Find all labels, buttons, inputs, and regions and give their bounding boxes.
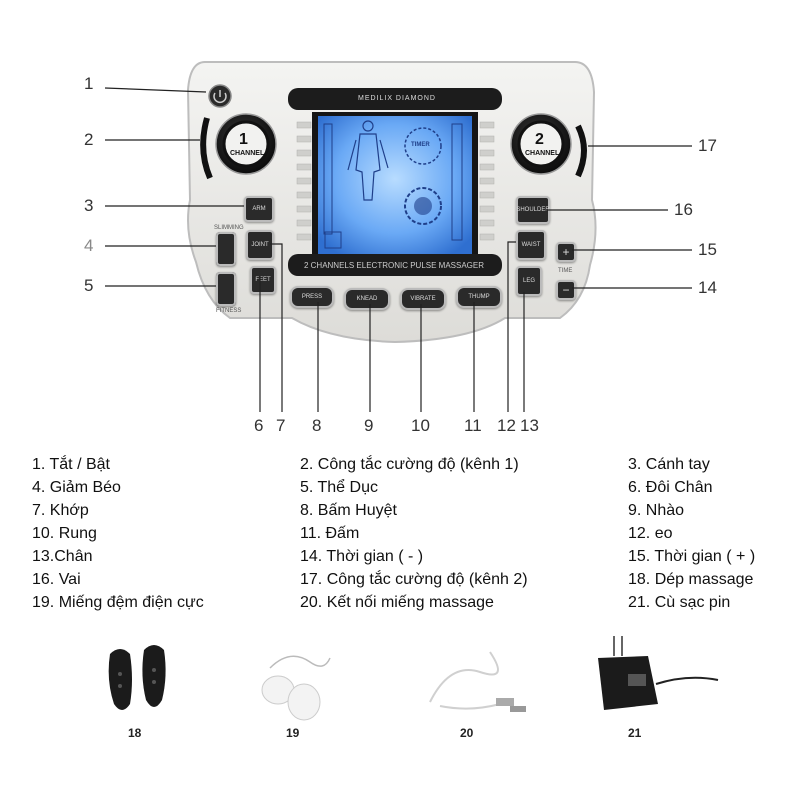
leader-lines [104, 87, 692, 412]
shoulder-label: SHOULDER [516, 207, 550, 213]
arm-label: ARM [252, 206, 266, 212]
legend-item: 7. Khớp [32, 502, 89, 519]
callout-14: 14 [698, 278, 717, 297]
slippers-icon [108, 645, 166, 710]
callout-12: 12 [497, 416, 516, 435]
waist-label: WAIST [521, 242, 541, 248]
fitness-label: FITNESS [216, 308, 242, 314]
accessories: 18 19 20 21 [0, 630, 800, 760]
accessory-label-20: 20 [460, 726, 474, 740]
legend-item: 8. Bấm Huyệt [300, 502, 397, 519]
legend-item: 5. Thể Dục [300, 479, 378, 496]
legend-item: 20. Kết nối miếng massage [300, 594, 494, 611]
leg-button[interactable]: LEG [516, 266, 542, 296]
accessory-label-19: 19 [286, 726, 300, 740]
legend-item: 3. Cánh tay [628, 456, 710, 473]
callout-17: 17 [698, 136, 717, 155]
thump-label: THUMP [468, 294, 490, 300]
channel-1-text: CHANNEL [230, 150, 265, 157]
device-body [186, 61, 597, 344]
legend-item: 11. Đấm [300, 525, 360, 542]
legend-item: 2. Công tắc cường độ (kênh 1) [300, 456, 519, 473]
legend-item: 16. Vai [32, 571, 81, 588]
legend-item: 21. Cù sạc pin [628, 594, 731, 611]
feet-label: FEET [255, 277, 271, 283]
callout-11: 11 [464, 416, 482, 435]
thump-button[interactable]: THUMP [456, 286, 502, 308]
channel-2-text: CHANNEL [525, 150, 560, 157]
channel-2-number: 2 [535, 131, 544, 148]
minus-label: − [562, 283, 570, 297]
legend-item: 4. Giảm Béo [32, 479, 121, 496]
legend-item: 13.Chân [32, 548, 93, 565]
plus-label: + [562, 245, 570, 259]
vibrate-button[interactable]: VIBRATE [400, 288, 446, 310]
time-plus-button[interactable]: + [556, 242, 576, 262]
legend-item: 18. Dép massage [628, 571, 754, 588]
channel-1-number: 1 [239, 131, 248, 148]
cable-icon [429, 651, 526, 712]
callout-5: 5 [84, 276, 94, 295]
callout-6: 6 [254, 416, 264, 435]
legend: 1. Tắt / Bật 2. Công tắc cường độ (kênh … [0, 452, 800, 622]
joint-label: JOINT [251, 242, 269, 248]
charger-icon [598, 636, 719, 710]
lcd-title: 2 CHANNELS ELECTRONIC PULSE MASSAGER [303, 261, 485, 270]
callout-4: 4 [84, 236, 94, 255]
knead-label: KNEAD [356, 296, 378, 302]
timer-label: TIMER [411, 142, 430, 148]
callout-7: 7 [276, 416, 286, 435]
fitness-button[interactable] [216, 272, 236, 306]
brand-label: MEDILIX DIAMOND [357, 95, 436, 102]
legend-item: 9. Nhào [628, 502, 685, 519]
accessory-label-18: 18 [128, 726, 142, 740]
callout-1: 1 [84, 74, 94, 93]
press-button[interactable]: PRESS [290, 286, 334, 308]
time-label: TIME [558, 268, 573, 274]
callout-16: 16 [674, 200, 693, 219]
channel-2-knob[interactable]: 2 CHANNEL [511, 114, 571, 174]
callout-15: 15 [698, 240, 717, 259]
vibrate-label: VIBRATE [410, 296, 436, 302]
callout-3: 3 [84, 196, 94, 215]
callout-8: 8 [312, 416, 322, 435]
callout-13: 13 [520, 416, 539, 435]
callout-9: 9 [364, 416, 374, 435]
legend-item: 10. Rung [32, 525, 97, 542]
time-minus-button[interactable]: − [556, 280, 576, 300]
massager-device: MEDILIX DIAMOND 2 CHANNELS ELECTRONIC PU… [84, 61, 717, 435]
legend-item: 12. eo [628, 525, 673, 542]
callout-2: 2 [84, 130, 94, 149]
channel-1-knob[interactable]: 1 CHANNEL [216, 114, 276, 174]
electrode-pads-icon [261, 655, 331, 721]
legend-item: 14. Thời gian ( - ) [300, 548, 424, 565]
callout-10: 10 [411, 416, 430, 435]
legend-item: 6. Đôi Chân [628, 479, 713, 496]
knead-button[interactable]: KNEAD [344, 288, 390, 310]
slimming-button[interactable] [216, 232, 236, 266]
legend-item: 15. Thời gian ( + ) [628, 548, 756, 565]
slimming-label: SLIMMING [214, 225, 244, 231]
arm-button[interactable]: ARM [244, 196, 274, 222]
press-label: PRESS [301, 294, 323, 300]
feet-button[interactable]: FEET [250, 266, 276, 294]
leg-label: LEG [522, 278, 535, 284]
waist-button[interactable]: WAIST [516, 230, 546, 260]
legend-item: 1. Tắt / Bật [32, 456, 110, 473]
accessory-label-21: 21 [628, 726, 642, 740]
legend-item: 17. Công tắc cường độ (kênh 2) [300, 571, 528, 588]
joint-button[interactable]: JOINT [246, 230, 274, 260]
legend-item: 19. Miếng đệm điện cực [32, 594, 204, 611]
